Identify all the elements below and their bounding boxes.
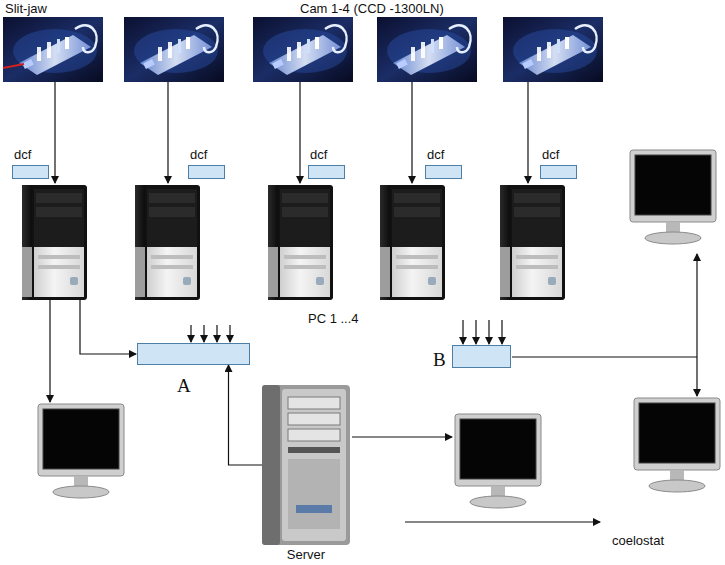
server-tower: Server [262, 385, 350, 562]
dcf-box: dcf [308, 147, 345, 179]
connector-arrow [229, 365, 263, 465]
hub-box [137, 343, 250, 365]
hub-b: B [433, 345, 511, 371]
diagram-label: coelostat [612, 533, 664, 548]
hub-box [308, 165, 345, 179]
diagram-label: PC 1 ...4 [308, 311, 359, 326]
hub-letter: A [137, 375, 250, 397]
diagram-label: Slit-jaw [5, 1, 47, 16]
hub-letter: B [433, 349, 446, 371]
dcf-box: dcf [188, 147, 225, 179]
dcf-box: dcf [425, 147, 462, 179]
dcf-label: dcf [308, 147, 345, 162]
hub-box [425, 165, 462, 179]
hub-box [540, 165, 577, 179]
hub-a: A [137, 343, 250, 397]
server-illustration [262, 385, 350, 545]
dcf-box: dcf [12, 147, 49, 179]
dcf-box: dcf [540, 147, 577, 179]
hub-box [452, 345, 511, 368]
dcf-label: dcf [425, 147, 462, 162]
diagram-label: Cam 1-4 (CCD -1300LN) [300, 1, 444, 16]
hub-box [188, 165, 225, 179]
dcf-label: dcf [12, 147, 49, 162]
hub-box [12, 165, 49, 179]
dcf-label: dcf [540, 147, 577, 162]
server-label: Server [262, 547, 350, 562]
dcf-label: dcf [188, 147, 225, 162]
